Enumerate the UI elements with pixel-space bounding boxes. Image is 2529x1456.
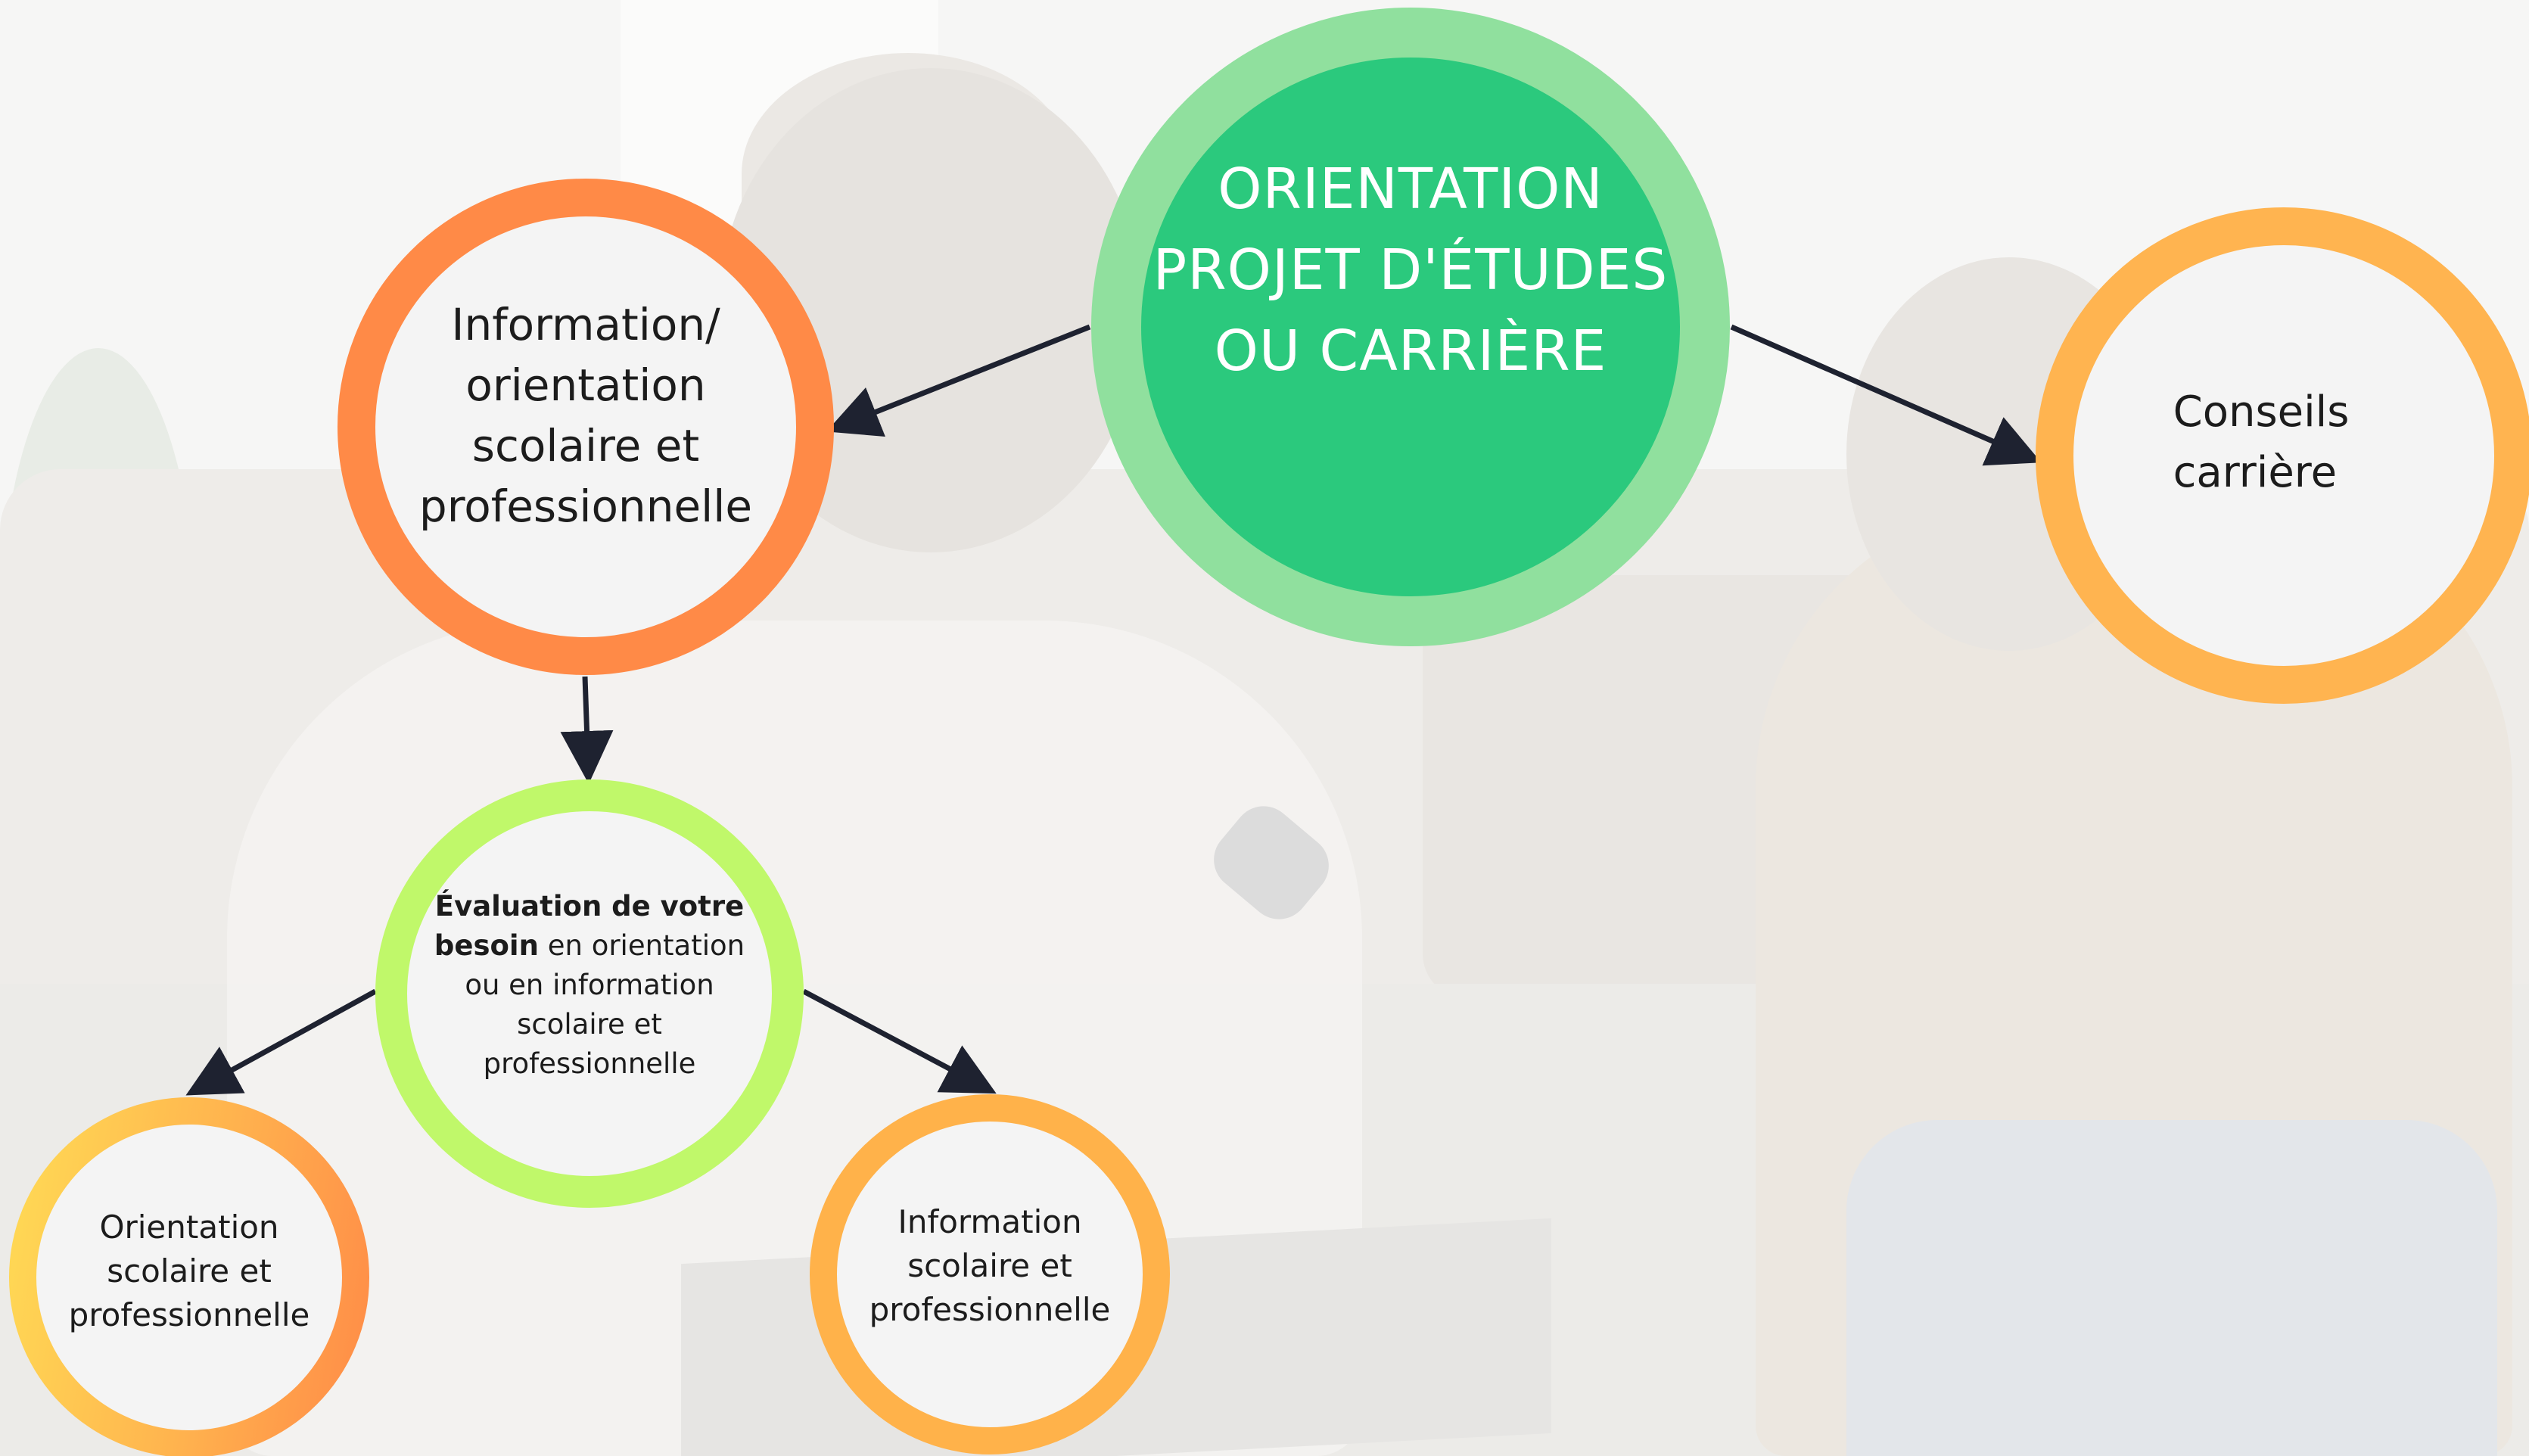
- arrow-main-to-info-orientation: [826, 324, 1091, 437]
- node-line: professionnelle: [68, 1296, 310, 1333]
- node-line: ou en information: [465, 969, 714, 1001]
- node-line: carrière: [2173, 448, 2338, 497]
- main-node-line: ORIENTATION: [1218, 156, 1604, 222]
- node-information-scolaire: Information scolaire et professionnelle: [810, 1094, 1170, 1454]
- node-line: scolaire et: [107, 1252, 272, 1290]
- node-line: scolaire et: [907, 1247, 1072, 1284]
- node-information-orientation: Information/ orientation scolaire et pro…: [338, 179, 834, 675]
- node-bold-text: Évaluation de votre: [434, 890, 745, 922]
- node-line: orientation: [465, 359, 706, 411]
- node-line: Information: [897, 1203, 1082, 1240]
- main-node-orientation-projet: ORIENTATION PROJET D'ÉTUDES OU CARRIÈRE: [1091, 8, 1730, 646]
- arrow-evaluation-to-orientation-scolaire: [185, 988, 377, 1096]
- background-person-right-jeans: [1846, 1120, 2497, 1456]
- main-node-line: PROJET D'ÉTUDES: [1153, 237, 1669, 303]
- node-evaluation-besoin: Évaluation de votre besoin en orientatio…: [375, 779, 804, 1208]
- node-line: scolaire et: [471, 420, 700, 471]
- main-node-line: OU CARRIÈRE: [1214, 318, 1607, 384]
- arrow-info-orientation-to-evaluation: [560, 676, 614, 784]
- node-text: en orientation: [538, 929, 745, 962]
- arrow-main-to-career: [1730, 324, 2042, 466]
- arrow-evaluation-to-information-scolaire: [802, 988, 997, 1094]
- node-line: Conseils: [2173, 387, 2350, 437]
- node-line: professionnelle: [869, 1291, 1111, 1328]
- node-line: professionnelle: [483, 1047, 696, 1080]
- node-line: scolaire et: [517, 1008, 662, 1041]
- node-line: Information/: [451, 299, 720, 350]
- node-line: besoin en orientation: [434, 926, 745, 966]
- node-line: Orientation: [99, 1209, 279, 1246]
- node-line: professionnelle: [418, 481, 753, 532]
- node-orientation-scolaire: Orientation scolaire et professionnelle: [9, 1097, 369, 1456]
- node-conseils-carriere: Conseils carrière: [2036, 207, 2529, 704]
- node-bold-text: besoin: [434, 929, 539, 962]
- node-line: Évaluation de votre: [434, 887, 745, 926]
